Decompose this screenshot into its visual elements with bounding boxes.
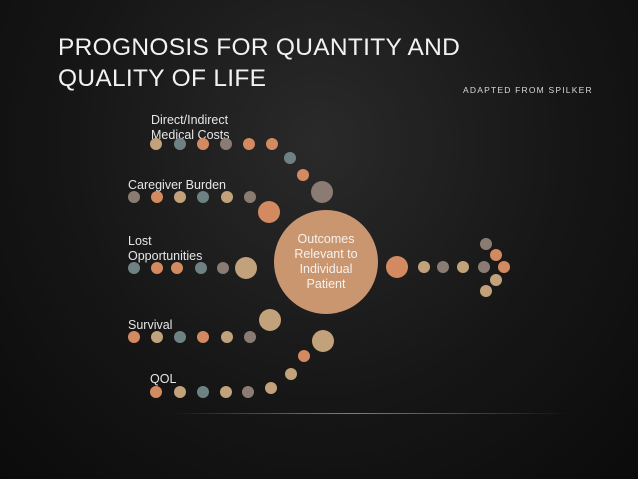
- label-survival: Survival: [128, 318, 173, 332]
- label-lost-opportunities-line-2: Opportunities: [128, 249, 203, 263]
- center-label-line-3: Individual: [299, 262, 353, 276]
- qol-dot-5: [242, 386, 254, 398]
- qol-dot-6: [265, 382, 277, 394]
- costs-dot-7: [284, 152, 296, 164]
- center-label-line-2: Relevant to: [294, 247, 358, 261]
- lost-dot-3: [171, 262, 183, 274]
- costs-dot-2: [174, 138, 186, 150]
- output-dot-3: [437, 261, 449, 273]
- center-label-line-1: Outcomes: [297, 232, 355, 246]
- label-qol: QOL: [150, 372, 177, 386]
- caregiver-dot-6: [244, 191, 256, 203]
- title-line-2: QUALITY OF LIFE: [58, 65, 267, 92]
- lost-dot-6: [235, 257, 257, 279]
- caregiver-dot-7: [258, 201, 280, 223]
- lost-dot-4: [195, 262, 207, 274]
- survival-dot-1: [128, 331, 140, 343]
- costs-dot-5: [243, 138, 255, 150]
- survival-dot-5: [221, 331, 233, 343]
- slide-title: PROGNOSIS FOR QUANTITY AND QUALITY OF LI…: [58, 32, 460, 94]
- survival-dot-7: [259, 309, 281, 331]
- qol-dot-1: [150, 386, 162, 398]
- survival-dot-2: [151, 331, 163, 343]
- survival-dot-3: [174, 331, 186, 343]
- output-dot-8: [490, 249, 502, 261]
- qol-dot-3: [197, 386, 209, 398]
- label-lost-opportunities: Lost Opportunities: [128, 234, 202, 264]
- costs-dot-3: [197, 138, 209, 150]
- label-medical-costs-line-2: Medical Costs: [151, 128, 230, 142]
- output-dot-2: [418, 261, 430, 273]
- lost-dot-1: [128, 262, 140, 274]
- caregiver-dot-5: [221, 191, 233, 203]
- center-outcomes-circle: Outcomes Relevant to Individual Patient: [274, 210, 378, 314]
- output-dot-1: [386, 256, 408, 278]
- qol-dot-4: [220, 386, 232, 398]
- costs-dot-4: [220, 138, 232, 150]
- label-lost-opportunities-line-1: Lost: [128, 234, 152, 248]
- costs-dot-6: [266, 138, 278, 150]
- survival-dot-6: [244, 331, 256, 343]
- qol-dot-9: [312, 330, 334, 352]
- label-medical-costs-line-1: Direct/Indirect: [151, 113, 229, 127]
- output-dot-10: [480, 285, 492, 297]
- label-medical-costs: Direct/Indirect Medical Costs: [151, 113, 230, 143]
- title-line-1: PROGNOSIS FOR QUANTITY AND: [58, 34, 461, 61]
- output-dot-7: [480, 238, 492, 250]
- output-dot-4: [457, 261, 469, 273]
- caregiver-dot-1: [128, 191, 140, 203]
- output-dot-5: [478, 261, 490, 273]
- output-dot-9: [490, 274, 502, 286]
- output-dot-6: [498, 261, 510, 273]
- qol-dot-7: [285, 368, 297, 380]
- caregiver-dot-4: [197, 191, 209, 203]
- costs-dot-1: [150, 138, 162, 150]
- attribution-text: ADAPTED FROM SPILKER: [463, 85, 593, 95]
- label-caregiver-burden: Caregiver Burden: [128, 178, 226, 192]
- center-label-line-4: Patient: [306, 277, 346, 291]
- caregiver-dot-2: [151, 191, 163, 203]
- qol-dot-8: [298, 350, 310, 362]
- qol-dot-2: [174, 386, 186, 398]
- costs-dot-8: [297, 169, 309, 181]
- lost-dot-5: [217, 262, 229, 274]
- center-label: Outcomes Relevant to Individual Patient: [281, 232, 371, 292]
- caregiver-dot-3: [174, 191, 186, 203]
- lost-dot-2: [151, 262, 163, 274]
- survival-dot-4: [197, 331, 209, 343]
- floor-reflection-line: [170, 413, 570, 414]
- costs-dot-9: [311, 181, 333, 203]
